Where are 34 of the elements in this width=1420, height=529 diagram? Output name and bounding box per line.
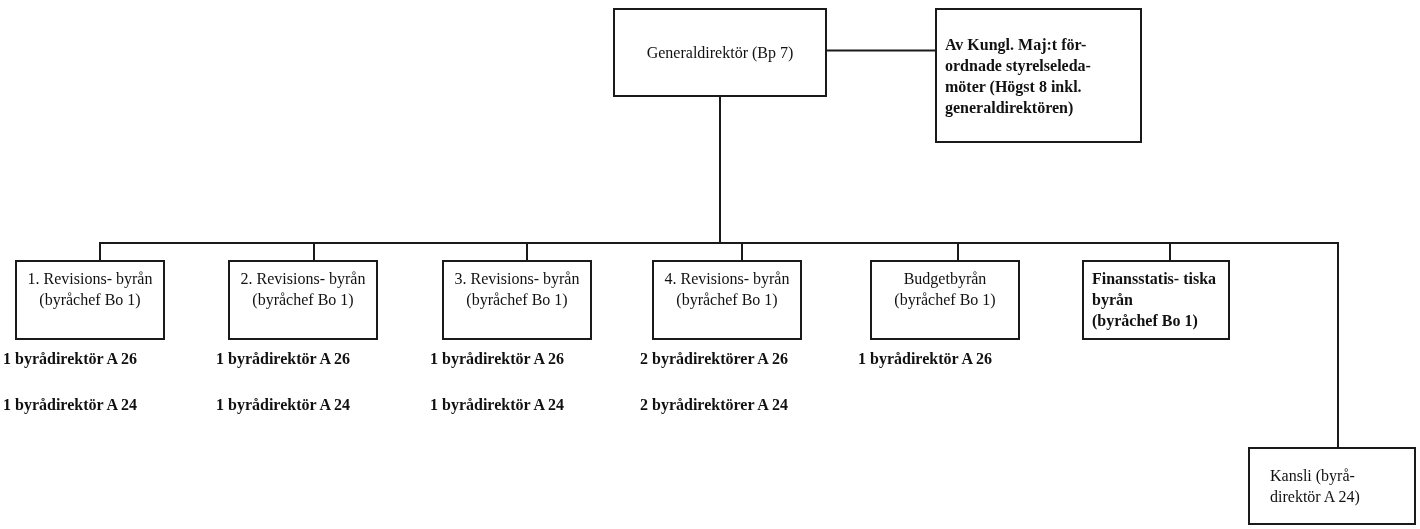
org-box bbox=[1082, 260, 1230, 340]
staff-note: 1 byrådirektör A 24 bbox=[216, 395, 352, 416]
box-text: (byråchef Bo 1) bbox=[1092, 311, 1199, 331]
box-text: Generaldirektör (Bp 7) bbox=[645, 43, 795, 63]
connector-line bbox=[826, 49, 936, 52]
box-text: Budgetbyrån bbox=[902, 269, 988, 289]
staff-note: 1 byrådirektör A 26 bbox=[430, 349, 566, 370]
staff-note: 1 byrådirektör A 26 bbox=[216, 349, 352, 370]
staff-note: 1 byrådirektör A 26 bbox=[3, 349, 139, 370]
org-box bbox=[870, 260, 1020, 340]
org-box bbox=[652, 260, 802, 340]
org-box bbox=[613, 8, 827, 97]
org-box bbox=[1248, 447, 1416, 525]
staff-note: 1 byrådirektör A 26 bbox=[858, 349, 994, 370]
staff-note: 1 byrådirektör A 24 bbox=[3, 395, 139, 416]
box-text: (byråchef Bo 1) bbox=[38, 290, 142, 310]
org-box bbox=[442, 260, 592, 340]
box-text: (byråchef Bo 1) bbox=[465, 290, 569, 310]
box-text: (byråchef Bo 1) bbox=[893, 290, 997, 310]
box-text: 1. Revisions- byrån bbox=[26, 269, 154, 289]
box-text: (byråchef Bo 1) bbox=[675, 290, 779, 310]
box-text: Av Kungl. Maj:t för- ordnade styrelseleda- möter (Högst 8 inkl. generaldirektören) bbox=[945, 34, 1092, 118]
staff-note: 2 byrådirektörer A 26 bbox=[640, 349, 789, 370]
org-box bbox=[15, 260, 165, 340]
staff-note: 1 byrådirektör A 24 bbox=[430, 395, 566, 416]
box-text: 2. Revisions- byrån bbox=[239, 269, 367, 289]
staff-note: 2 byrådirektörer A 24 bbox=[640, 395, 789, 416]
box-text: 3. Revisions- byrån bbox=[453, 269, 581, 289]
box-text: Finansstatis- tiska byrån bbox=[1092, 269, 1218, 310]
box-text: (byråchef Bo 1) bbox=[251, 290, 355, 310]
org-box bbox=[935, 8, 1142, 143]
box-text: Kansli (byrå- direktör A 24) bbox=[1270, 466, 1361, 507]
box-text: 4. Revisions- byrån bbox=[663, 269, 791, 289]
org-box bbox=[228, 260, 378, 340]
